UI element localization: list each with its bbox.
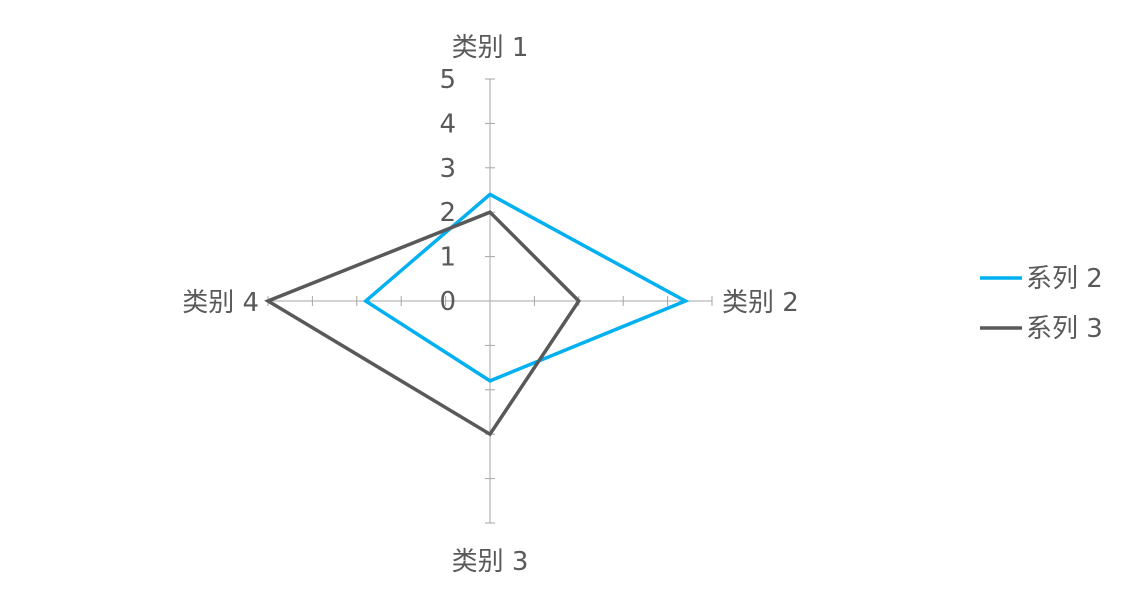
category-label-4: 类别 4	[182, 288, 259, 318]
series-polygon-1	[362, 192, 690, 383]
radial-tick-label: 5	[439, 65, 456, 95]
radial-tick-label: 0	[439, 287, 456, 317]
radar-series	[264, 192, 690, 437]
radial-tick-labels: 0 1 2 3 4 5	[439, 65, 456, 317]
radial-tick-label: 3	[439, 154, 456, 184]
radial-tick-label: 2	[439, 198, 456, 228]
series-polygon-2	[264, 210, 582, 437]
category-label-1: 类别 1	[452, 33, 529, 63]
radial-tick-label: 4	[439, 109, 456, 139]
category-label-3: 类别 3	[452, 547, 529, 577]
radar-axes	[267, 78, 713, 524]
radial-tick-label: 1	[439, 243, 456, 273]
legend: 系列 2 系列 3	[980, 264, 1103, 344]
legend-label-2: 系列 3	[1026, 314, 1103, 344]
category-label-2: 类别 2	[722, 288, 799, 318]
category-labels: 类别 1 类别 2 类别 3 类别 4	[182, 33, 799, 577]
legend-label-1: 系列 2	[1026, 264, 1103, 294]
